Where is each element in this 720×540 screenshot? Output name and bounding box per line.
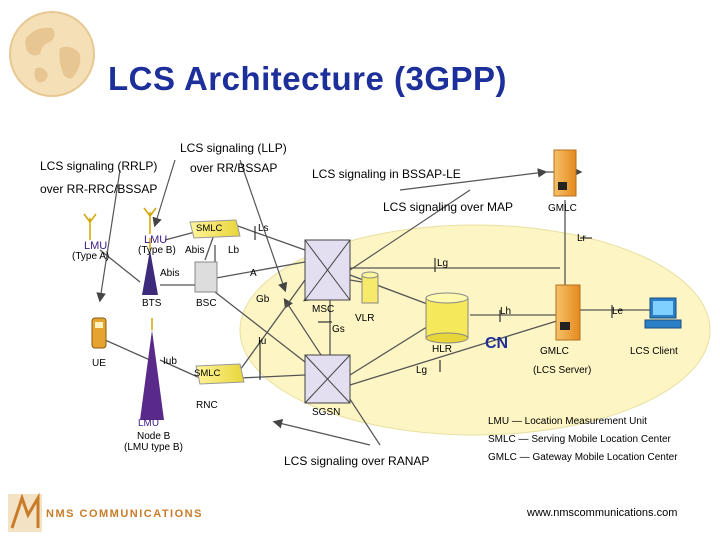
lg-interface-label-2: Lg [416,365,428,376]
gs-interface-label: Gs [332,324,345,335]
lmu-nodeb-label: LMU [138,418,160,429]
ls-interface-label: Ls [258,223,269,234]
gmlc-top-server-icon [553,149,577,197]
lg-interface-label: Lg [437,258,449,269]
msc-switch-icon [304,239,351,301]
le-interface-label: Le [612,306,624,317]
lmu-type-a-antenna-icon [83,213,97,240]
lmu-b-type-label: (Type B) [138,245,176,256]
over-rr-rrc-label: over RR-RRC/BSSAP [40,182,158,196]
rnc-label: RNC [196,400,218,411]
smlc-bottom-box [195,363,245,385]
lmu-type-b-label: (LMU type B) [124,442,183,453]
map-signaling-label: LCS signaling over MAP [383,200,514,214]
smlc-bottom-label: SMLC [194,368,221,379]
lmu-type-b-antenna-icon [143,207,157,234]
lb-interface-label: Lb [228,245,240,256]
page-title: LCS Architecture (3GPP) [108,60,508,97]
node-b-tower-icon [140,318,164,420]
lmu-a-type-label: (Type A) [72,251,110,262]
nms-logo-icon [8,492,42,532]
node-b-label: Node B [137,431,171,442]
iu-interface-label: Iu [258,336,267,347]
bts-tower-icon [142,238,158,295]
lcs-client-label: LCS Client [630,346,678,357]
gmlc-top-label: GMLC [548,203,577,214]
lcs-server-label: (LCS Server) [533,365,592,376]
globe-icon [9,11,95,97]
llp-signaling-label: LCS signaling (LLP) [180,141,287,155]
lcs-client-computer-icon [644,297,682,329]
smlc-top-label: SMLC [196,223,223,234]
bts-label: BTS [142,298,162,309]
bsc-icon [194,261,218,293]
lh-interface-label: Lh [500,306,512,317]
ue-phone-icon [91,317,107,349]
ranap-signaling-label: LCS signaling over RANAP [284,454,430,468]
msc-label: MSC [312,304,335,315]
bsc-label: BSC [196,298,217,309]
sgsn-label: SGSN [312,407,341,418]
a-interface-label: A [250,268,257,279]
gb-interface-label: Gb [256,294,270,305]
nms-logo-text: NMS COMMUNICATIONS [46,508,203,520]
smlc-top-box [189,219,241,239]
abis-interface-label: Abis [185,245,205,256]
legend-gmlc: GMLC — Gateway Mobile Location Center [488,452,678,463]
rrlp-signaling-label: LCS signaling (RRLP) [40,159,158,173]
gmlc-server-icon [555,284,581,341]
vlr-label: VLR [355,313,375,324]
cn-label: CN [485,335,509,352]
abis-interface-label-2: Abis [160,268,180,279]
bssap-le-signaling-label: LCS signaling in BSSAP-LE [312,167,461,181]
footer-url[interactable]: www.nmscommunications.com [527,507,678,519]
lmu-a-label: LMU [84,240,108,252]
hlr-database-icon [425,292,469,344]
vlr-database-icon [361,271,379,304]
over-rr-bssap-label: over RR/BSSAP [190,161,278,175]
hlr-label: HLR [432,344,453,355]
ue-label: UE [92,358,106,369]
lr-interface-label: Lr [577,233,586,244]
gmlc-label: GMLC [540,346,569,357]
legend-smlc: SMLC — Serving Mobile Location Center [488,434,671,445]
legend-lmu: LMU — Location Measurement Unit [488,416,647,427]
lmu-b-label: LMU [144,234,168,246]
iub-interface-label: Iub [163,356,177,367]
sgsn-switch-icon [304,354,351,404]
